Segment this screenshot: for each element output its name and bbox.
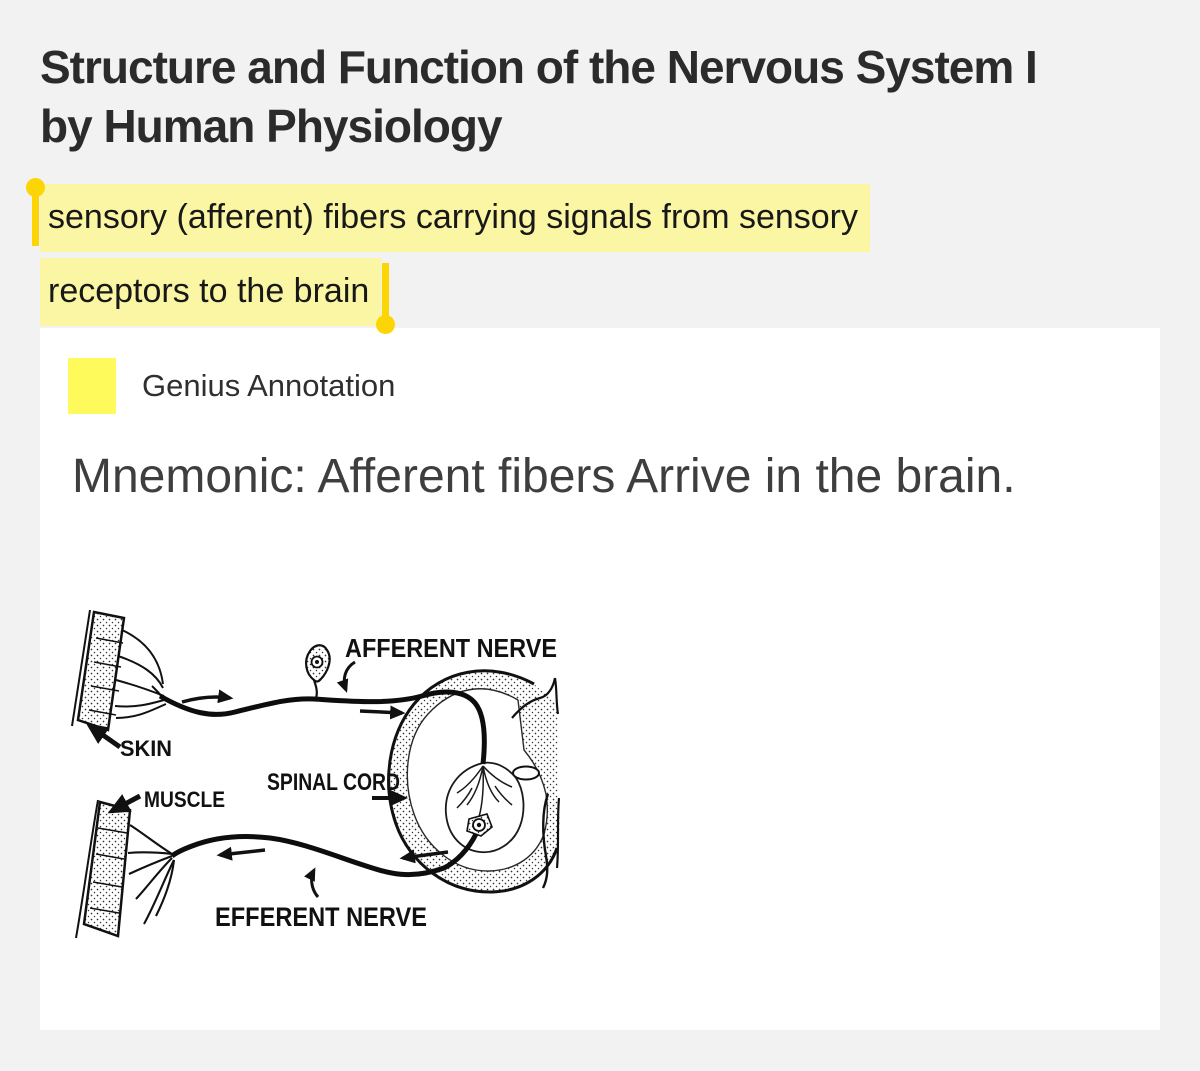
- direction-arrows: [85, 660, 449, 898]
- lyric-highlight-2[interactable]: receptors to the brain: [40, 258, 382, 326]
- genius-annotation-icon: [68, 358, 116, 414]
- lyric-highlight-1[interactable]: sensory (afferent) fibers carrying signa…: [40, 184, 871, 252]
- selection-handle-start-bar[interactable]: [32, 188, 39, 246]
- reflex-arc-diagram: AFFERENT NERVE SKIN SPINAL CORD MUSCLE E…: [71, 609, 560, 939]
- highlighted-lyric: sensory (afferent) fibers carrying signa…: [26, 178, 871, 334]
- label-afferent-nerve: AFFERENT NERVE: [345, 633, 557, 663]
- selection-handle-end-bar[interactable]: [382, 263, 390, 323]
- lyric-line-1: sensory (afferent) fibers carrying signa…: [26, 178, 871, 252]
- skin-illustration: [71, 609, 167, 732]
- label-skin: SKIN: [120, 736, 172, 761]
- label-muscle: MUSCLE: [144, 787, 225, 812]
- selection-handle-start-dot[interactable]: [26, 178, 45, 197]
- muscle-illustration: [75, 799, 176, 939]
- selection-handle-end-dot[interactable]: [376, 315, 396, 334]
- annotation-card: Genius Annotation Mnemonic: Afferent fib…: [40, 328, 1160, 1030]
- annotation-header-label: Genius Annotation: [142, 368, 396, 403]
- annotation-body: Mnemonic: Afferent fibers Arrive in the …: [72, 450, 1016, 503]
- annotation-header: Genius Annotation: [68, 358, 395, 414]
- afferent-fiber: [158, 689, 487, 765]
- lyric-line-2: receptors to the brain: [40, 258, 870, 334]
- page-title: Structure and Function of the Nervous Sy…: [40, 41, 1038, 152]
- label-efferent-nerve: EFFERENT NERVE: [215, 902, 427, 932]
- spinal-cord-illustration: [387, 669, 560, 894]
- label-spinal-cord: SPINAL CORD: [267, 769, 400, 796]
- efferent-fiber: [170, 832, 479, 878]
- sensory-ganglion: [304, 644, 331, 699]
